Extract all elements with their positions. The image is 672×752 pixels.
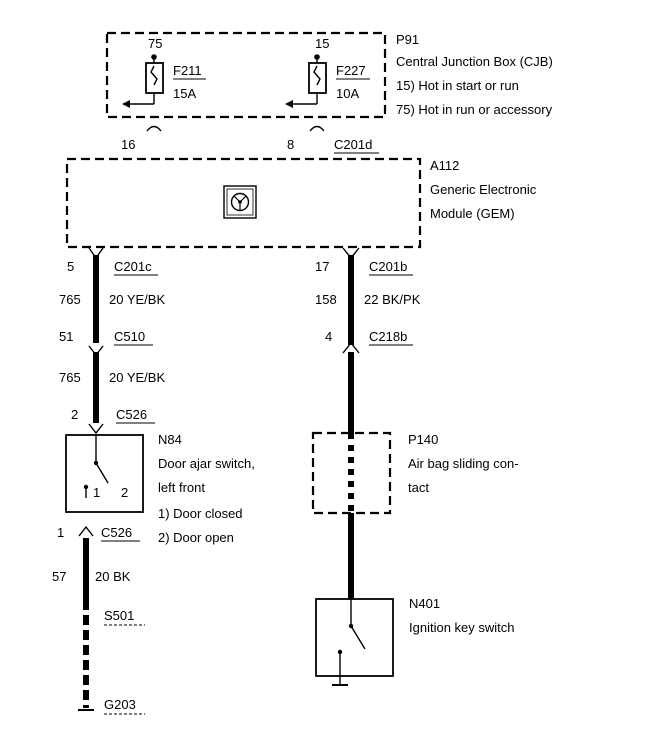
ground-g203: G203 [104, 697, 136, 712]
switch-icon [83, 435, 109, 498]
gem-ref: A112 [430, 158, 459, 173]
left-switch-connector-out: C526 [101, 525, 132, 540]
right-circuit1: 158 [315, 292, 337, 307]
left-circuit2: 765 [59, 370, 81, 385]
connector-female-icon [146, 125, 162, 132]
splice-s501: S501 [104, 608, 134, 623]
cjb-pin-left: 16 [121, 137, 135, 152]
connector-female-icon [309, 125, 325, 132]
door-switch-pos1: 1) Door closed [158, 506, 243, 521]
arrow-left-icon [285, 100, 293, 108]
fuse-f227-id: F227 [336, 63, 366, 78]
connector-male-icon [88, 423, 104, 435]
sliding-contact-ref: P140 [408, 432, 438, 447]
switch-icon [337, 599, 366, 684]
door-ajar-switch-box [65, 434, 144, 513]
sliding-contact-name-line1: Air bag sliding con- [408, 456, 519, 471]
gem-module-icon [223, 185, 257, 219]
right-connector-lower: C218b [369, 329, 407, 344]
left-wire1: 20 YE/BK [109, 292, 165, 307]
cjb-pin-right: 8 [287, 137, 294, 152]
right-pin-top: 17 [315, 259, 329, 274]
right-connector-top: C201b [369, 259, 407, 274]
left-switch-connector-in: C526 [116, 407, 147, 422]
switch-contact-2: 2 [121, 485, 128, 500]
switch-contact-1: 1 [93, 485, 100, 500]
door-switch-pos2: 2) Door open [158, 530, 234, 545]
cjb-name: Central Junction Box (CJB) [396, 54, 553, 69]
fuse-icon [145, 62, 164, 94]
fuse-f211-terminal: 75 [148, 36, 162, 51]
right-pin-lower: 4 [325, 329, 332, 344]
left-switch-pin-out: 1 [57, 525, 64, 540]
door-switch-name-line2: left front [158, 480, 205, 495]
fuse-f211-rating: 15A [173, 86, 196, 101]
fuse-f211-id: F211 [173, 63, 202, 78]
gem-name-line1: Generic Electronic [430, 182, 537, 197]
right-wire1: 22 BK/PK [364, 292, 421, 307]
left-connector-top: C201c [114, 259, 152, 274]
left-circuit3: 57 [52, 569, 66, 584]
sliding-contact-name-line2: tact [408, 480, 429, 495]
fuse-f227-terminal: 15 [315, 36, 329, 51]
ignition-switch-box [315, 598, 394, 677]
fuse-f211: 75 F211 15A [122, 36, 206, 108]
fuse-f227: 15 F227 10A [285, 36, 370, 108]
connector-male-icon [78, 525, 94, 537]
ignition-switch-ref: N401 [409, 596, 440, 611]
left-wire2: 20 YE/BK [109, 370, 165, 385]
gem-box [65, 157, 422, 249]
left-circuit1: 765 [59, 292, 81, 307]
arrow-left-icon [122, 100, 130, 108]
door-switch-ref: N84 [158, 432, 182, 447]
fuse-f227-rating: 10A [336, 86, 359, 101]
cjb-note-75: 75) Hot in run or accessory [396, 102, 553, 117]
sliding-contact-box [311, 431, 392, 515]
gem-name-line2: Module (GEM) [430, 206, 515, 221]
left-pin-top: 5 [67, 259, 74, 274]
cjb-connector: C201d [334, 137, 372, 152]
door-switch-name-line1: Door ajar switch, [158, 456, 255, 471]
left-switch-pin-in: 2 [71, 407, 78, 422]
ignition-switch-name: Ignition key switch [409, 620, 515, 635]
fuse-icon [308, 62, 327, 94]
left-wire3: 20 BK [95, 569, 131, 584]
connector-female-icon [342, 341, 360, 354]
left-inline-connector: C510 [114, 329, 145, 344]
cjb-note-15: 15) Hot in start or run [396, 78, 519, 93]
left-inline-pin: 51 [59, 329, 73, 344]
cjb-ref: P91 [396, 32, 419, 47]
